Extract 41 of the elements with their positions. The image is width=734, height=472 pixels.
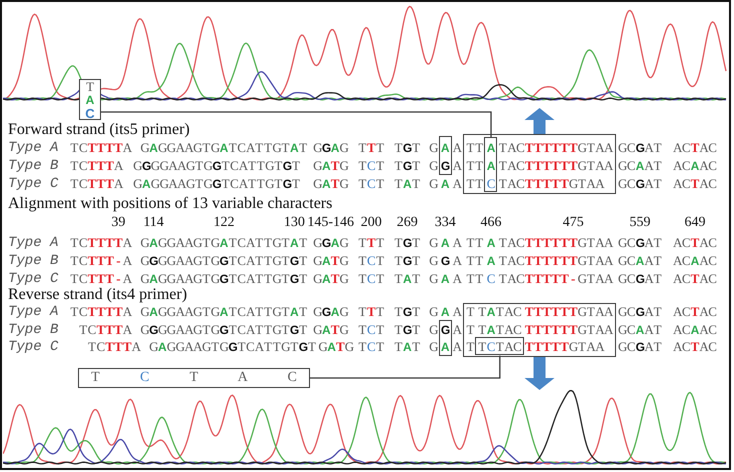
position-number: 145-146: [307, 215, 354, 231]
position-number: 334: [434, 215, 456, 231]
chromatogram-drawing: [3, 390, 727, 466]
position-number: 269: [396, 215, 418, 231]
row-label: Type C: [8, 271, 58, 287]
position-number: 122: [213, 215, 234, 231]
highlight-box: [438, 320, 452, 356]
highlight-box: [475, 337, 524, 356]
section-heading: Reverse strand (its4 primer): [8, 286, 188, 304]
highlight-box: [463, 302, 616, 357]
row-label: Type B: [8, 322, 58, 338]
row-label: Type A: [8, 140, 58, 156]
block-arrow: [524, 108, 555, 134]
position-number: 114: [143, 215, 164, 231]
highlight-box: [438, 136, 452, 175]
base-call-box: T A C: [79, 79, 101, 120]
highlight-box: [484, 136, 498, 192]
section-heading: Forward strand (its5 primer): [8, 121, 190, 139]
dna-sequence: TCTTTTA GAGGAAGTGATCATTGTAT GGAG TTT TGT GAA TTATACTTTTTTGTAA GCGAT ACTAC: [70, 140, 717, 156]
row-label: Type A: [8, 235, 58, 251]
base-call-box: T C T A C: [78, 368, 310, 388]
position-number: 475: [562, 215, 584, 231]
row-label: Type B: [8, 253, 58, 269]
dna-sequence: TCTTT-A GGGGAAGTGGTCATTGTGT GATG TCT TGT GGA TTATACTTTTTTGTAA GCAAT ACAAC: [70, 253, 717, 269]
position-number: 130: [284, 215, 305, 231]
row-label: Type C: [8, 339, 58, 355]
row-label: Type B: [8, 158, 58, 174]
position-number: 39: [111, 215, 126, 231]
section-heading: Alignment with positions of 13 variable characters: [8, 195, 332, 213]
row-label: Type C: [8, 176, 58, 192]
position-number: 466: [480, 215, 502, 231]
leader-line: [310, 356, 500, 379]
position-number: 200: [360, 215, 382, 231]
block-arrow: [524, 357, 555, 390]
dna-sequence: TCTTTA GGGGAAGTGGTCATTGTGT GATG TCT TGT GGA TTATACTTTTTTGTAA GCAAT ACAAC: [70, 158, 717, 174]
highlight-box: [463, 134, 616, 194]
position-number: 559: [629, 215, 650, 231]
leader-line: [101, 111, 492, 137]
position-number: 649: [684, 215, 706, 231]
row-label: Type A: [8, 304, 58, 320]
dna-sequence: TCTTTTA GAGGAAGTGATCATTGTAT GGAG TTT TGT GAA TTATACTTTTTTGTAA GCGAT ACTAC: [70, 235, 717, 251]
